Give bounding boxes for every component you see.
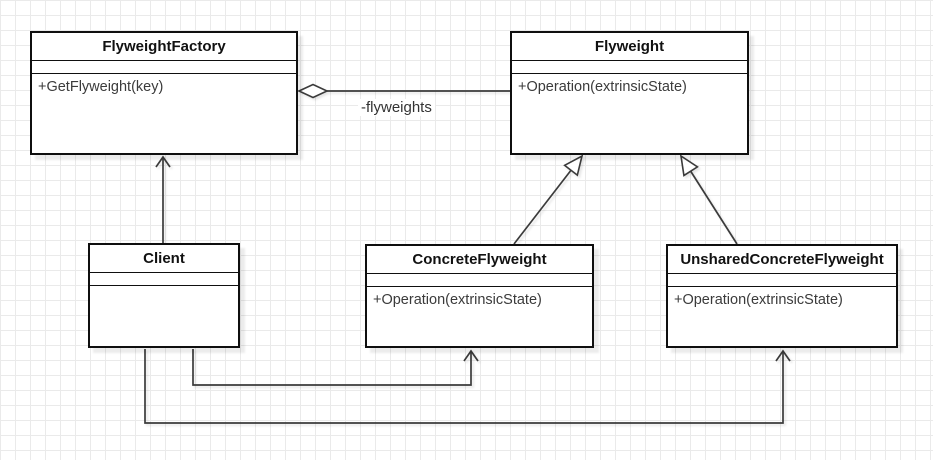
edge-label-flyweights: -flyweights [358,99,435,116]
class-attributes-section [668,274,896,287]
method-label: +Operation(extrinsicState) [518,79,687,95]
class-title: FlyweightFactory [32,33,296,61]
class-title: UnsharedConcreteFlyweight [668,246,896,274]
class-attributes-section [32,61,296,74]
class-concreteflyweight[interactable]: ConcreteFlyweight +Operation(extrinsicSt… [365,244,594,348]
class-methods-section: +GetFlyweight(key) [32,74,296,153]
class-methods-section: +Operation(extrinsicState) [367,287,592,346]
method-label: +Operation(extrinsicState) [373,292,542,308]
class-client[interactable]: Client [88,243,240,348]
edge-unsharedconcreteflyweight-generalization[interactable] [679,154,738,245]
class-methods-section: +Operation(extrinsicState) [668,287,896,346]
edge-client-to-unsharedconcreteflyweight[interactable] [144,349,791,424]
edge-concreteflyweight-generalization[interactable] [513,154,584,245]
class-methods-section [90,286,238,346]
method-label: +Operation(extrinsicState) [674,292,843,308]
class-attributes-section [90,273,238,286]
class-unsharedconcreteflyweight[interactable]: UnsharedConcreteFlyweight +Operation(ext… [666,244,898,348]
class-title: Flyweight [512,33,747,61]
class-title: ConcreteFlyweight [367,246,592,274]
class-attributes-section [367,274,592,287]
aggregation-diamond-icon [297,83,329,99]
method-label: +GetFlyweight(key) [38,79,164,95]
class-flyweight[interactable]: Flyweight +Operation(extrinsicState) [510,31,749,155]
class-attributes-section [512,61,747,74]
class-methods-section: +Operation(extrinsicState) [512,74,747,153]
edge-client-to-concreteflyweight[interactable] [192,349,479,386]
class-title: Client [90,245,238,273]
class-flyweightfactory[interactable]: FlyweightFactory +GetFlyweight(key) [30,31,298,155]
